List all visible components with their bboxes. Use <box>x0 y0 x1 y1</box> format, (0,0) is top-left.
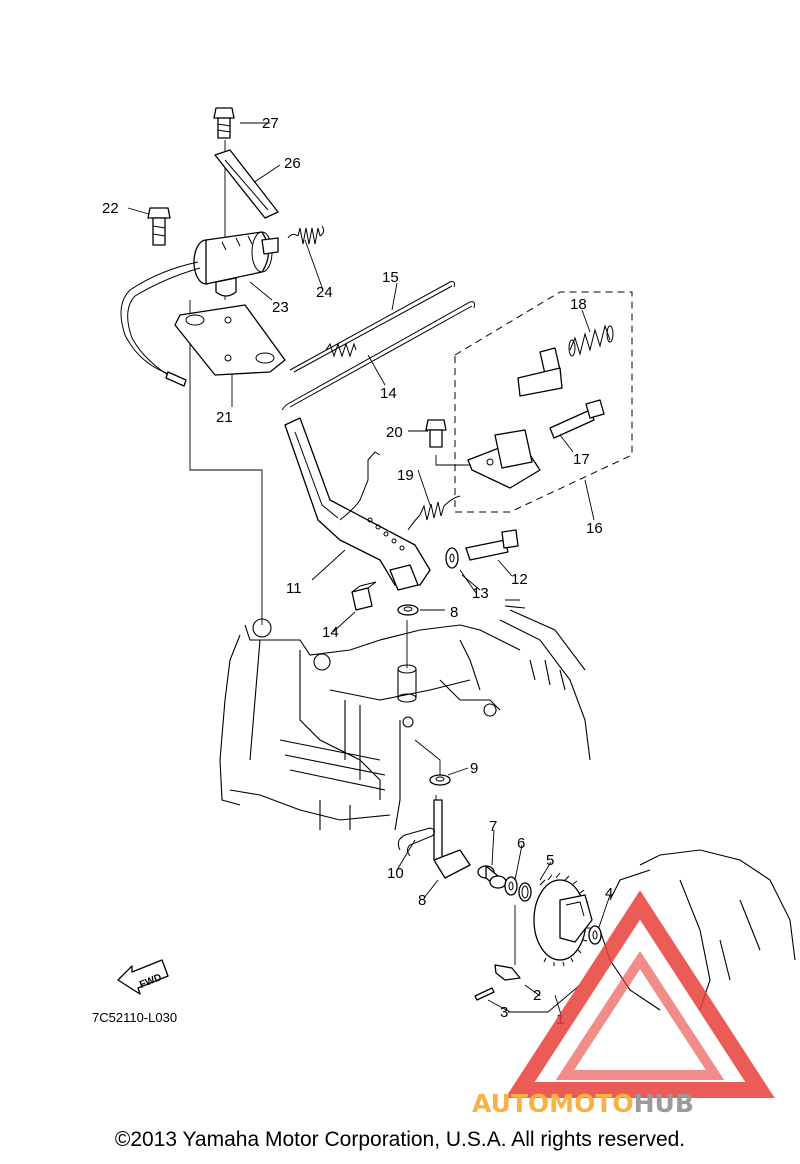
callout-13: 13 <box>472 585 489 602</box>
callout-14: 14 <box>322 624 339 641</box>
part-6-washer <box>504 876 518 896</box>
fwd-arrow-icon: FWD <box>117 959 169 995</box>
callout-16: 15 <box>382 269 399 286</box>
part-11-lever <box>284 417 431 591</box>
logo-text-orange: AUTOMOTO <box>472 1089 634 1118</box>
part-13-washer <box>445 547 459 569</box>
callout-8: 8 <box>418 892 426 909</box>
part-20-spring <box>407 495 461 531</box>
callout-3: 3 <box>500 1004 508 1021</box>
part-26-bolt <box>213 107 235 139</box>
part-23-bolt <box>147 207 171 246</box>
callout-10: 10 <box>387 865 404 882</box>
part-19-spring <box>568 324 614 357</box>
callout-6: 6 <box>517 835 525 852</box>
part-18-bolt <box>549 399 605 439</box>
callout-26: 27 <box>262 115 279 132</box>
part-22-plate <box>174 304 286 376</box>
part-15-rod <box>281 301 475 411</box>
callout-2: 2 <box>533 987 541 1004</box>
part-1-gear <box>533 872 593 967</box>
part-16-rod <box>289 281 455 373</box>
callout-labels: 27 26 22 24 23 15 18 14 21 20 17 19 16 1… <box>102 115 613 1028</box>
callout-7: 7 <box>489 818 497 835</box>
callout-9-upper: 8 <box>450 604 458 621</box>
callout-15: 14 <box>380 385 397 402</box>
part-9-washer-upper <box>397 604 419 616</box>
diagram-code: 7C52110-L030 <box>92 1010 177 1025</box>
callout-25: 24 <box>316 284 333 301</box>
callout-9-lower: 9 <box>470 760 478 777</box>
copyright-notice: ©2013 Yamaha Motor Corporation, U.S.A. A… <box>114 1128 686 1151</box>
callout-19: 18 <box>570 296 587 313</box>
part-24-solenoid <box>120 231 279 387</box>
part-17-bracket <box>467 347 563 489</box>
part-2-clip <box>494 964 521 981</box>
automotohub-logo: AUTOMOTOHUB <box>472 890 775 1118</box>
part-7-collar <box>477 865 507 889</box>
callout-21: 20 <box>386 424 403 441</box>
callout-22: 21 <box>216 409 233 426</box>
svg-text:AUTOMOTOHUB: AUTOMOTOHUB <box>472 1089 694 1118</box>
part-3-pin <box>474 987 495 1001</box>
part-21-bolt <box>425 419 447 448</box>
callout-20: 19 <box>397 467 414 484</box>
part-10-clip <box>397 827 436 857</box>
part-9-washer-lower <box>429 774 451 786</box>
callout-12: 12 <box>511 571 528 588</box>
callout-23: 22 <box>102 200 119 217</box>
callout-17: 16 <box>586 520 603 537</box>
part-25-spring <box>287 225 325 245</box>
callout-5: 5 <box>546 852 554 869</box>
callout-4: 4 <box>605 885 613 902</box>
part-8-shaft <box>433 799 471 879</box>
callout-18: 17 <box>573 451 590 468</box>
part-12-bolt <box>465 529 519 561</box>
callout-27: 26 <box>284 155 301 172</box>
engine-block <box>219 599 591 831</box>
part-5-ring <box>518 882 532 902</box>
part-4-washer <box>588 925 602 945</box>
callout-24: 23 <box>272 299 289 316</box>
part-14-block <box>351 581 377 611</box>
callout-11: 11 <box>286 580 302 597</box>
logo-text-gray: HUB <box>634 1089 694 1118</box>
part-27-strip <box>214 149 279 219</box>
